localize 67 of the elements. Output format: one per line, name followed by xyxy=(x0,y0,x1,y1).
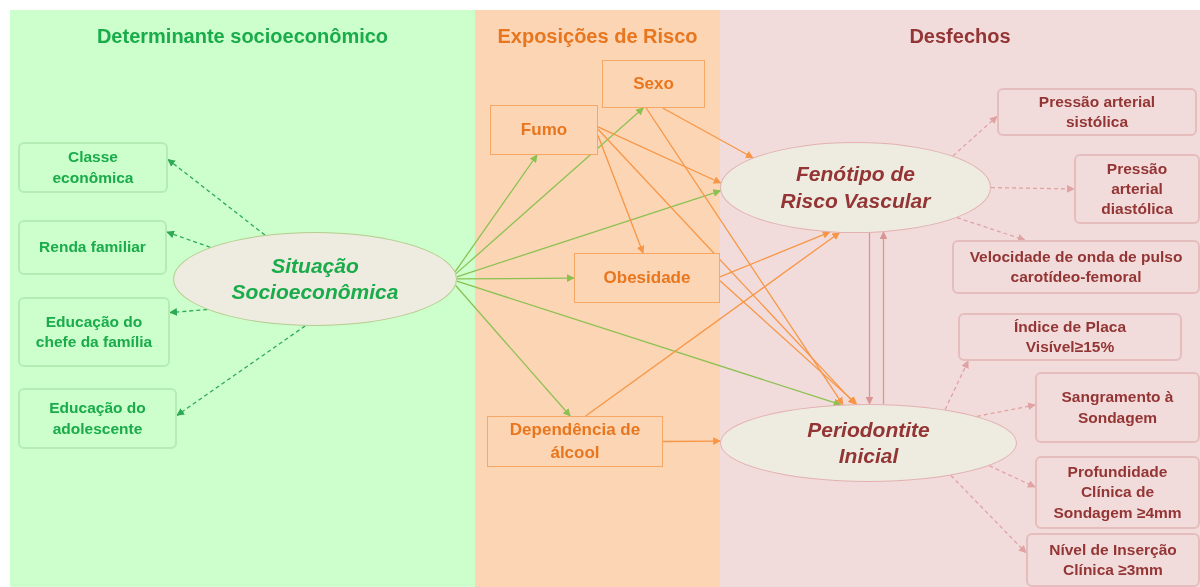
node-label: Velocidade de onda de pulso carotídeo-femoral xyxy=(968,246,1184,287)
node-label: Situação Socioeconômica xyxy=(230,252,400,305)
variable-box xyxy=(18,388,177,449)
variable-box xyxy=(18,297,170,367)
node-label: Índice de Placa Visível≥15% xyxy=(1013,316,1128,357)
node-label: Pressão arterial diastólica xyxy=(1100,158,1174,220)
column-panel xyxy=(475,10,720,587)
column-heading: Exposições de Risco xyxy=(497,25,698,48)
node-label: Sangramento à Sondagem xyxy=(1060,387,1175,428)
arrow xyxy=(988,465,1036,488)
node-label: Fenótipo de Risco Vascular xyxy=(779,161,933,214)
column-panel xyxy=(720,10,1200,587)
arrow xyxy=(879,231,888,405)
node-label: Classe econômica xyxy=(51,147,135,188)
arrow xyxy=(952,115,998,157)
node-label: Educação do adolescente xyxy=(48,398,147,439)
arrow xyxy=(950,474,1027,554)
arrow xyxy=(597,134,645,254)
variable-box xyxy=(1035,372,1200,443)
arrow xyxy=(990,184,1075,193)
arrow xyxy=(456,274,575,283)
variable-box xyxy=(997,88,1197,136)
node-label: Renda familiar xyxy=(39,237,146,258)
variable-box xyxy=(958,313,1182,361)
column-heading: Determinante socioeconômico xyxy=(96,25,389,48)
node-label: Sexo xyxy=(633,72,674,95)
arrow xyxy=(865,232,874,405)
variable-box xyxy=(18,142,168,193)
arrow xyxy=(597,128,856,405)
node-label: Dependência de álcool xyxy=(508,419,642,464)
column-heading: Desfechos xyxy=(909,25,1011,48)
variable-box xyxy=(487,416,663,467)
arrow xyxy=(956,217,1026,242)
arrow xyxy=(456,189,722,278)
variable-box xyxy=(952,240,1200,294)
node-label: Educação do chefe da família xyxy=(34,311,154,352)
arrow xyxy=(455,284,571,417)
variable-box xyxy=(490,105,598,155)
variable-box xyxy=(1026,533,1200,587)
arrow xyxy=(455,107,644,275)
arrow xyxy=(645,107,844,406)
arrow xyxy=(176,325,306,416)
arrow xyxy=(169,308,208,316)
variable-box xyxy=(1074,154,1200,224)
arrow xyxy=(167,158,266,236)
arrow xyxy=(597,126,722,184)
node-label: Nível de Inserção Clínica ≥3mm xyxy=(1048,539,1178,580)
arrow xyxy=(454,154,538,273)
arrow xyxy=(584,232,841,417)
arrow xyxy=(166,230,211,248)
variable-box xyxy=(574,253,720,303)
column-panel xyxy=(10,10,475,587)
arrow xyxy=(944,360,969,411)
variable-box xyxy=(602,60,705,108)
node-label: Profundidade Clínica de Sondagem ≥4mm xyxy=(1052,462,1183,523)
node-label: Obesidade xyxy=(603,266,691,289)
arrow xyxy=(662,437,721,445)
arrow xyxy=(662,107,754,159)
arrow xyxy=(976,402,1036,417)
node-label: Pressão arterial sistólica xyxy=(1037,91,1157,132)
variable-box xyxy=(1035,456,1200,529)
node-label: Periodontite Inicial xyxy=(806,416,931,469)
variable-box xyxy=(18,220,167,275)
arrow xyxy=(719,280,858,405)
node-label: Fumo xyxy=(520,118,568,141)
arrow xyxy=(456,280,842,407)
arrow xyxy=(719,231,831,278)
